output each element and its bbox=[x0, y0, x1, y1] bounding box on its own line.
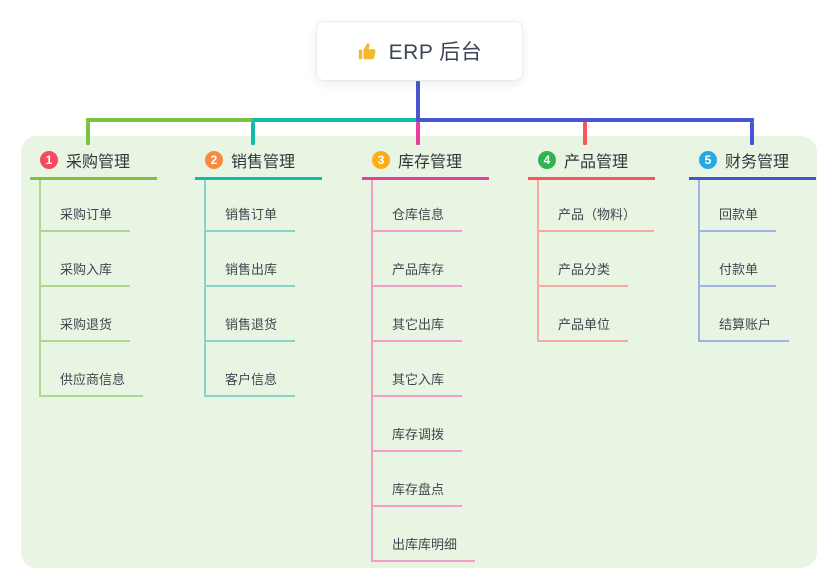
branch-column-3: 3 库存管理 仓库信息 产品库存 其它出库 其它入库 库存调拨 库存盘点 出库库… bbox=[362, 148, 489, 562]
child-node-row: 产品库存 bbox=[373, 232, 489, 287]
child-node[interactable]: 回款单 bbox=[700, 204, 777, 232]
branch-children: 仓库信息 产品库存 其它出库 其它入库 库存调拨 库存盘点 出库库明细 bbox=[371, 180, 489, 562]
child-node-row: 客户信息 bbox=[206, 342, 322, 397]
child-node-row: 产品分类 bbox=[539, 232, 655, 287]
child-node-row: 付款单 bbox=[700, 232, 816, 287]
child-node[interactable]: 库存调拨 bbox=[373, 424, 463, 452]
child-node-row: 产品（物料） bbox=[539, 180, 655, 232]
branch-children: 采购订单 采购入库 采购退货 供应商信息 bbox=[39, 180, 157, 397]
branch-children: 销售订单 销售出库 销售退货 客户信息 bbox=[204, 180, 322, 397]
branch-column-4: 4 产品管理 产品（物料） 产品分类 产品单位 bbox=[528, 148, 655, 342]
branch-column-1: 1 采购管理 采购订单 采购入库 采购退货 供应商信息 bbox=[30, 148, 157, 397]
child-node-row: 产品单位 bbox=[539, 287, 655, 342]
branch-label: 财务管理 bbox=[725, 154, 790, 171]
root-label: ERP 后台 bbox=[388, 41, 483, 64]
branch-label: 销售管理 bbox=[231, 154, 296, 171]
drop-line-1 bbox=[86, 122, 90, 145]
branch-label: 库存管理 bbox=[398, 154, 463, 171]
child-node-row: 结算账户 bbox=[700, 287, 816, 342]
branch-label: 产品管理 bbox=[564, 154, 629, 171]
child-node[interactable]: 仓库信息 bbox=[373, 204, 463, 232]
child-node[interactable]: 产品分类 bbox=[539, 259, 629, 287]
branch-children: 回款单 付款单 结算账户 bbox=[698, 180, 816, 342]
branch-number-badge: 3 bbox=[372, 151, 390, 169]
branch-label: 采购管理 bbox=[66, 154, 131, 171]
child-node-row: 采购入库 bbox=[41, 232, 157, 287]
branch-heading[interactable]: 2 销售管理 bbox=[195, 148, 322, 180]
drop-line-5 bbox=[750, 122, 754, 145]
branches-panel bbox=[21, 136, 817, 568]
child-node-row: 其它出库 bbox=[373, 287, 489, 342]
bus-segment-1 bbox=[86, 118, 253, 122]
child-node-row: 仓库信息 bbox=[373, 180, 489, 232]
child-node[interactable]: 客户信息 bbox=[206, 369, 296, 397]
child-node-row: 库存盘点 bbox=[373, 452, 489, 507]
child-node[interactable]: 其它出库 bbox=[373, 314, 463, 342]
child-node-row: 库存调拨 bbox=[373, 397, 489, 452]
child-node-row: 采购退货 bbox=[41, 287, 157, 342]
child-node[interactable]: 库存盘点 bbox=[373, 479, 463, 507]
bus-segment-2 bbox=[252, 118, 416, 122]
child-node-row: 销售出库 bbox=[206, 232, 322, 287]
branch-heading[interactable]: 1 采购管理 bbox=[30, 148, 157, 180]
child-node[interactable]: 产品单位 bbox=[539, 314, 629, 342]
child-node[interactable]: 结算账户 bbox=[700, 314, 790, 342]
drop-line-3 bbox=[416, 122, 420, 145]
branch-number-badge: 2 bbox=[205, 151, 223, 169]
drop-line-2 bbox=[251, 122, 255, 145]
branch-heading[interactable]: 5 财务管理 bbox=[689, 148, 816, 180]
child-node-row: 回款单 bbox=[700, 180, 816, 232]
branch-heading[interactable]: 3 库存管理 bbox=[362, 148, 489, 180]
branch-children: 产品（物料） 产品分类 产品单位 bbox=[537, 180, 655, 342]
root-node[interactable]: ERP 后台 bbox=[316, 21, 523, 81]
child-node-row: 采购订单 bbox=[41, 180, 157, 232]
child-node-row: 出库库明细 bbox=[373, 507, 489, 562]
branch-heading[interactable]: 4 产品管理 bbox=[528, 148, 655, 180]
child-node[interactable]: 其它入库 bbox=[373, 369, 463, 397]
child-node-row: 供应商信息 bbox=[41, 342, 157, 397]
thumbs-up-icon bbox=[357, 40, 379, 62]
child-node[interactable]: 采购订单 bbox=[41, 204, 131, 232]
child-node[interactable]: 销售出库 bbox=[206, 259, 296, 287]
child-node[interactable]: 供应商信息 bbox=[41, 369, 144, 397]
child-node[interactable]: 销售退货 bbox=[206, 314, 296, 342]
child-node[interactable]: 采购退货 bbox=[41, 314, 131, 342]
drop-line-4 bbox=[583, 122, 587, 145]
branch-column-2: 2 销售管理 销售订单 销售出库 销售退货 客户信息 bbox=[195, 148, 322, 397]
child-node[interactable]: 出库库明细 bbox=[373, 534, 476, 562]
child-node[interactable]: 付款单 bbox=[700, 259, 777, 287]
branch-number-badge: 1 bbox=[40, 151, 58, 169]
child-node-row: 销售订单 bbox=[206, 180, 322, 232]
root-stem-line bbox=[416, 81, 420, 122]
child-node-row: 销售退货 bbox=[206, 287, 322, 342]
child-node-row: 其它入库 bbox=[373, 342, 489, 397]
child-node[interactable]: 产品（物料） bbox=[539, 204, 655, 232]
branch-column-5: 5 财务管理 回款单 付款单 结算账户 bbox=[689, 148, 816, 342]
branch-number-badge: 5 bbox=[699, 151, 717, 169]
child-node[interactable]: 产品库存 bbox=[373, 259, 463, 287]
branch-number-badge: 4 bbox=[538, 151, 556, 169]
child-node[interactable]: 采购入库 bbox=[41, 259, 131, 287]
bus-segment-3 bbox=[416, 118, 754, 122]
child-node[interactable]: 销售订单 bbox=[206, 204, 296, 232]
